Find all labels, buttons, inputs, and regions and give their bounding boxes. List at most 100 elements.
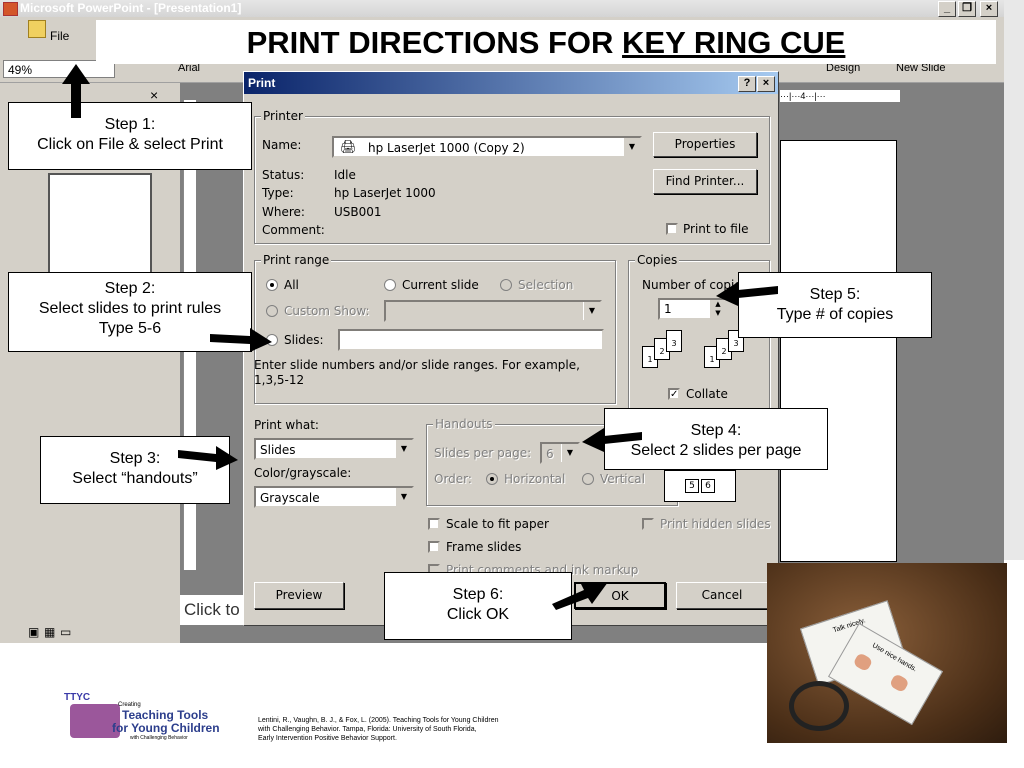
hidden-slides-checkbox[interactable] (642, 518, 654, 530)
sorter-view-icon[interactable]: ▦ (44, 625, 56, 639)
minimize-button[interactable]: _ (938, 1, 956, 17)
status-value: Idle (334, 168, 356, 182)
printer-name-select[interactable]: 🖨 hp LaserJet 1000 (Copy 2) ▼ (332, 136, 642, 158)
selection-label: Selection (518, 278, 574, 292)
print-what-label: Print what: (254, 418, 319, 432)
right-strip (1004, 0, 1024, 560)
properties-button[interactable]: Properties (653, 132, 757, 157)
name-label: Name: (262, 138, 302, 152)
find-printer-button[interactable]: Find Printer... (653, 169, 757, 194)
step6-title: Step 6: (452, 586, 504, 603)
copies-spinner[interactable]: ▲▼ (710, 300, 726, 318)
slideshow-view-icon[interactable]: ▭ (60, 625, 72, 639)
slides-input[interactable] (338, 329, 604, 351)
logo-line3: with Challenging Behavior (130, 735, 188, 741)
slide-canvas[interactable] (780, 140, 897, 562)
range-help-text: Enter slide numbers and/or slide ranges.… (254, 358, 580, 387)
pane-close-icon[interactable]: × (150, 87, 159, 103)
step5-text: Type # of copies (776, 306, 894, 323)
printer-icon: 🖨 (340, 140, 357, 155)
where-label: Where: (262, 205, 305, 219)
color-label: Color/grayscale: (254, 466, 352, 480)
number-of-copies-label: Number of copies: (642, 278, 752, 292)
type-label: Type: (262, 186, 294, 200)
custom-show-radio[interactable] (266, 305, 278, 317)
app-title: Microsoft PowerPoint - [Presentation1] (20, 1, 242, 15)
step5-title: Step 5: (809, 286, 861, 303)
horizontal-radio[interactable] (486, 473, 498, 485)
step3-callout: Step 3: Select “handouts” (40, 436, 230, 504)
printer-group: Printer (254, 109, 770, 244)
dialog-title-bar: Print ? × (244, 72, 778, 94)
color-select[interactable]: Grayscale ▼ (254, 486, 414, 508)
heading-underlined: KEY RING CUE (622, 25, 846, 60)
all-radio[interactable] (266, 279, 278, 291)
step6-text: Click OK (446, 606, 510, 623)
font-name-box[interactable]: Arial (178, 62, 201, 74)
step3-title: Step 3: (109, 450, 161, 467)
selection-radio[interactable] (500, 279, 512, 291)
vertical-radio[interactable] (582, 473, 594, 485)
all-label: All (284, 278, 299, 292)
slides-label: Slides: (284, 333, 324, 347)
key-ring-photo: Talk nicely. Use nice hands. (767, 563, 1007, 743)
chevron-down-icon[interactable]: ▼ (561, 444, 578, 462)
scale-label: Scale to fit paper (446, 517, 549, 531)
chevron-down-icon[interactable]: ▼ (583, 302, 600, 320)
step2-text2: Type 5-6 (98, 320, 162, 337)
copies-input[interactable]: 1 ▲▼ (658, 298, 728, 320)
logo-line1: Teaching Tools (122, 708, 209, 722)
chevron-down-icon[interactable]: ▼ (623, 138, 640, 156)
collate-illustration: 1 2 3 1 2 3 (642, 330, 752, 376)
view-buttons: ▣ ▦ ▭ (28, 625, 178, 643)
chevron-down-icon[interactable]: ▼ (395, 488, 412, 506)
print-to-file-checkbox[interactable] (666, 223, 678, 235)
current-slide-label: Current slide (402, 278, 479, 292)
handouts-label: Handouts (433, 417, 495, 431)
horizontal-ruler: ···|···4···|··· (780, 90, 900, 102)
step2-title: Step 2: (104, 280, 156, 297)
horizontal-label: Horizontal (504, 472, 566, 486)
ttyc-logo: TTYC Creating Teaching Tools for Young C… (60, 690, 240, 741)
slides-per-page-select[interactable]: 6 ▼ (540, 442, 580, 464)
normal-view-icon[interactable]: ▣ (28, 625, 40, 639)
preview-button[interactable]: Preview (254, 582, 344, 609)
custom-show-label: Custom Show: (284, 304, 370, 318)
step4-text: Select 2 slides per page (630, 442, 802, 459)
handout-preview: 5 6 (664, 470, 736, 502)
frame-checkbox[interactable] (428, 541, 440, 553)
step1-callout: Step 1: Click on File & select Print (8, 102, 252, 170)
print-what-value: Slides (260, 443, 296, 457)
restore-button[interactable]: ❐ (958, 1, 976, 17)
collate-label: Collate (686, 387, 728, 401)
basket-icon (70, 704, 120, 738)
close-window-button[interactable]: × (980, 1, 998, 17)
cancel-button[interactable]: Cancel (676, 582, 768, 609)
zoom-box[interactable]: 49% (3, 60, 115, 78)
page-3-icon: 3 (666, 330, 682, 352)
print-range-label: Print range (261, 253, 332, 267)
scale-checkbox[interactable] (428, 518, 440, 530)
dialog-close-button[interactable]: × (757, 76, 775, 92)
step3-text: Select “handouts” (72, 470, 198, 487)
collate-checkbox[interactable]: ✓ (668, 388, 680, 400)
file-menu[interactable]: File (50, 29, 70, 43)
page-heading: PRINT DIRECTIONS FOR KEY RING CUE (96, 20, 996, 64)
design-button[interactable]: Design (826, 62, 861, 74)
frame-label: Frame slides (446, 540, 522, 554)
new-slide-button[interactable]: New Slide (896, 62, 946, 74)
print-to-file-label: Print to file (683, 222, 749, 236)
chevron-down-icon[interactable]: ▼ (395, 440, 412, 458)
step1-arrow (62, 64, 90, 118)
where-value: USB001 (334, 205, 382, 219)
step5-callout: Step 5: Type # of copies (738, 272, 932, 338)
print-what-select[interactable]: Slides ▼ (254, 438, 414, 460)
logo-ttyc: TTYC (64, 692, 91, 703)
help-button[interactable]: ? (738, 76, 756, 92)
copies-group: Copies (628, 253, 770, 410)
step1-text: Click on File & select Print (37, 136, 223, 153)
card2-text: Use nice hands. (870, 642, 918, 674)
custom-show-select[interactable]: ▼ (384, 300, 602, 322)
current-slide-radio[interactable] (384, 279, 396, 291)
print-dialog: Print ? × Printer Name: 🖨 hp LaserJet 10… (243, 71, 779, 626)
